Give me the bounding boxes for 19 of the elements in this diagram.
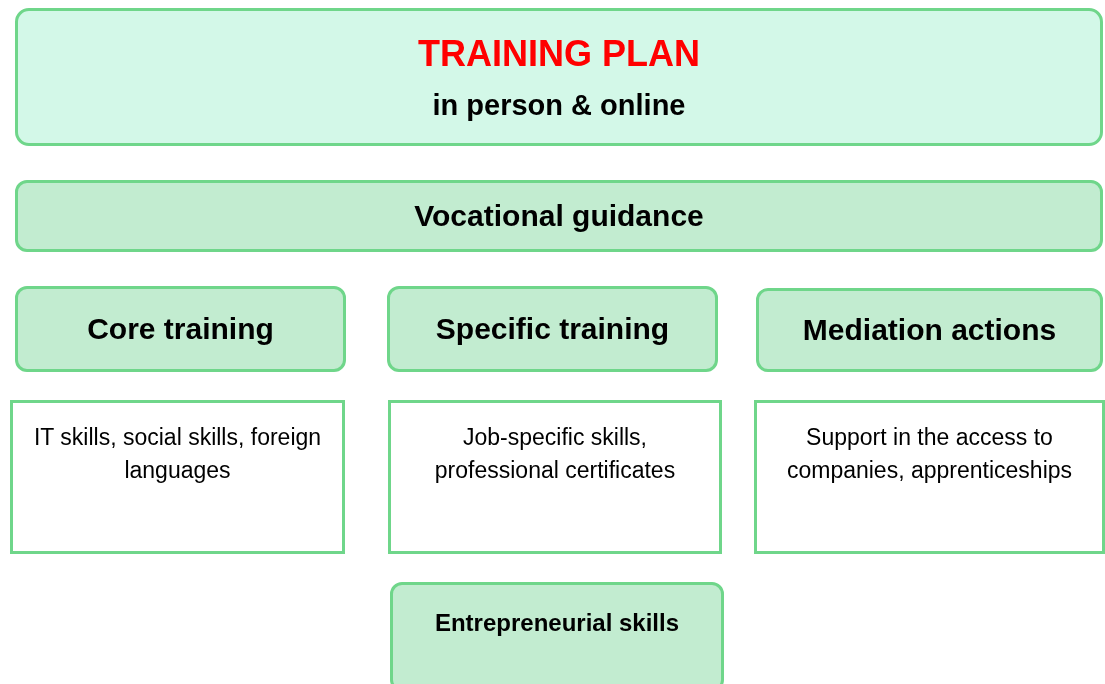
category-box [756,288,1103,372]
description-box [754,400,1105,554]
description-text: IT skills, social skills, foreign languages [32,423,323,486]
category-box [387,286,718,372]
description-text: Support in the access to companies, apprenticeships [785,423,1074,486]
heading: Core training [87,312,274,346]
category-box [15,180,1103,252]
heading: Mediation actions [802,313,1057,347]
heading: Specific training [435,312,670,346]
description-box [10,400,345,554]
heading: Entrepreneurial skills [434,609,680,637]
title-box [15,8,1103,146]
description-box [388,400,722,554]
category-box [15,286,346,372]
category-box [390,582,724,684]
title: TRAINING PLAN [418,32,700,75]
subtitle: in person & online [432,88,686,122]
description-text: Job-specific skills, professional certificates [433,423,677,486]
heading: Vocational guidance [414,199,704,233]
